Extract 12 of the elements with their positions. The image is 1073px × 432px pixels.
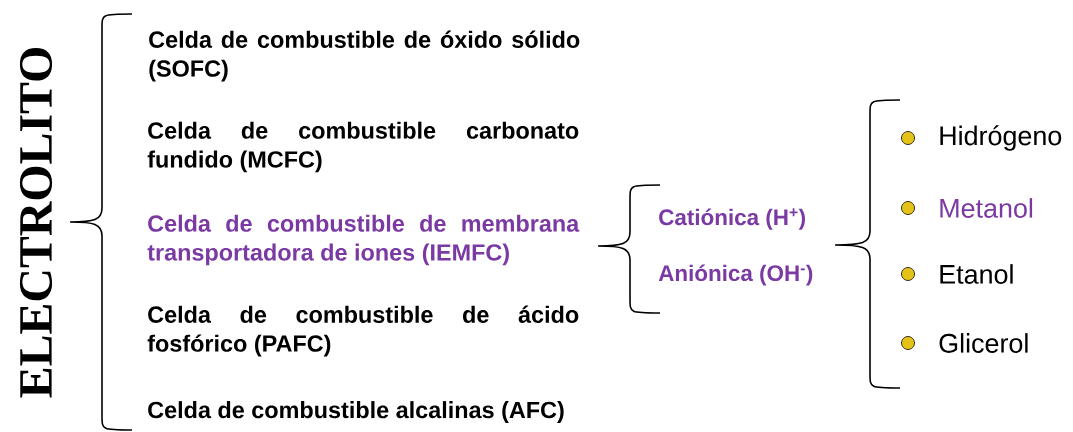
subcategory-text: Catiónica (H$^{+}$) <box>659 208 805 230</box>
fuel-text: Etanol <box>940 264 1013 284</box>
category-text: Celda de combustible de ácido fosfórico (PAFC) <box>147 305 579 357</box>
rotated-heading: ELECTROLITO <box>19 48 53 398</box>
category-text: Celda de combustible de membrana transportadora de iones (IEMFC) <box>147 214 580 266</box>
category-text: Celda de combustible de óxido sólido (SOFC) <box>149 30 580 82</box>
fuel-text: Glicerol <box>939 333 1028 353</box>
fuel-text: Metanol <box>940 198 1033 218</box>
subcategory-text: Aniónica (OH$^{-}$) <box>658 264 813 286</box>
fuel-text: Hidrógeno <box>940 125 1062 151</box>
category-text: Celda de combustible carbonato fundido (MCFC) <box>147 121 579 173</box>
category-text: Celda de combustible alcalinas (AFC) <box>148 401 564 423</box>
